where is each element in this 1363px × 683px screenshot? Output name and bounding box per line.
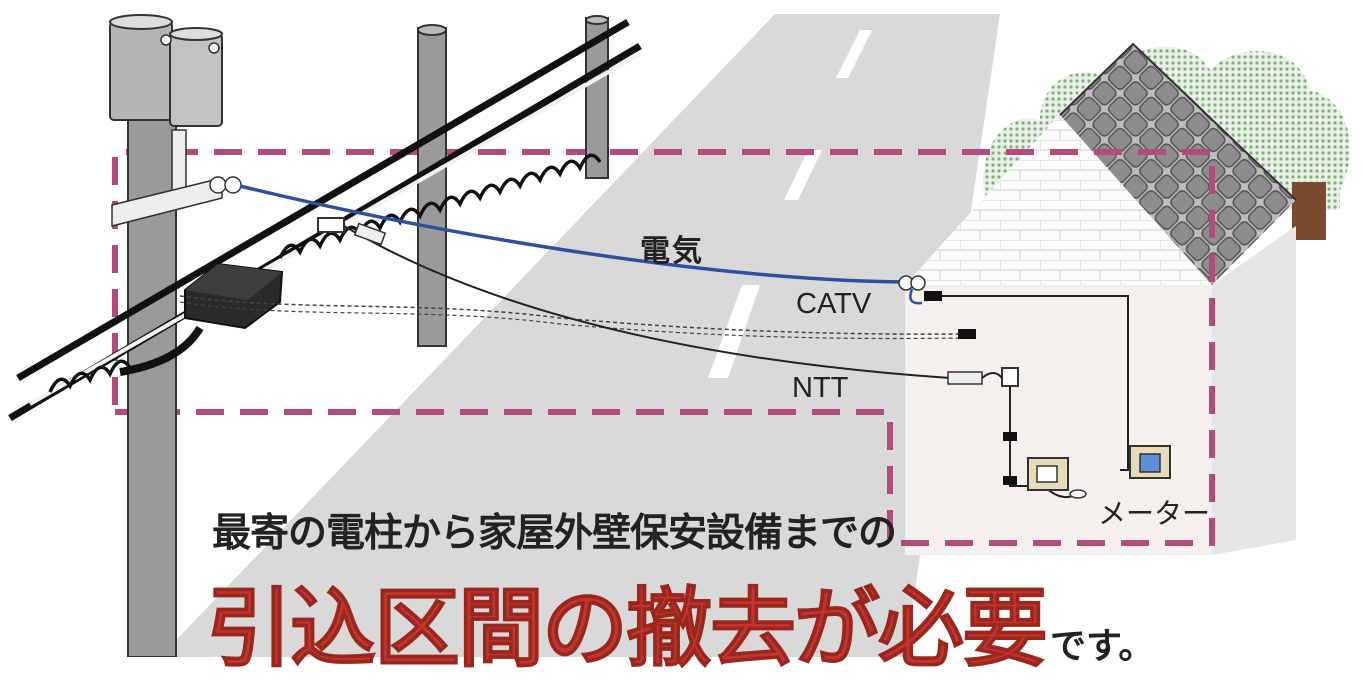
catv-drop-line [179, 295, 961, 335]
house [905, 42, 1297, 555]
road [160, 14, 1000, 657]
caption-subtitle: 最寄の電柱から家屋外壁保安設備までの [212, 511, 897, 556]
service-drop-boundary [112, 149, 1215, 546]
cable-closure-box [184, 262, 284, 330]
ntt-drop-line [317, 217, 1019, 387]
caption-headline-emphasis: 引込区間の撤去が必要 [206, 579, 1049, 680]
meter-label: メーター [1098, 498, 1211, 529]
utility-pole-middle [417, 24, 447, 347]
service-drop-diagram [8, 14, 1350, 657]
power-label: 電気 [640, 235, 704, 268]
power-drop-line [239, 184, 906, 284]
ntt-label: NTT [792, 372, 849, 404]
caption-headline-suffix: です。 [1050, 626, 1155, 667]
caption-headline: 引込区間の撤去が必要です。 [206, 558, 1155, 683]
utility-pole-far [585, 15, 609, 179]
catv-label: CATV [796, 288, 872, 320]
meter-ntt [1027, 457, 1069, 491]
road-center-line [836, 30, 872, 78]
utility-pole-near [109, 14, 242, 657]
meter-power [1129, 445, 1171, 479]
